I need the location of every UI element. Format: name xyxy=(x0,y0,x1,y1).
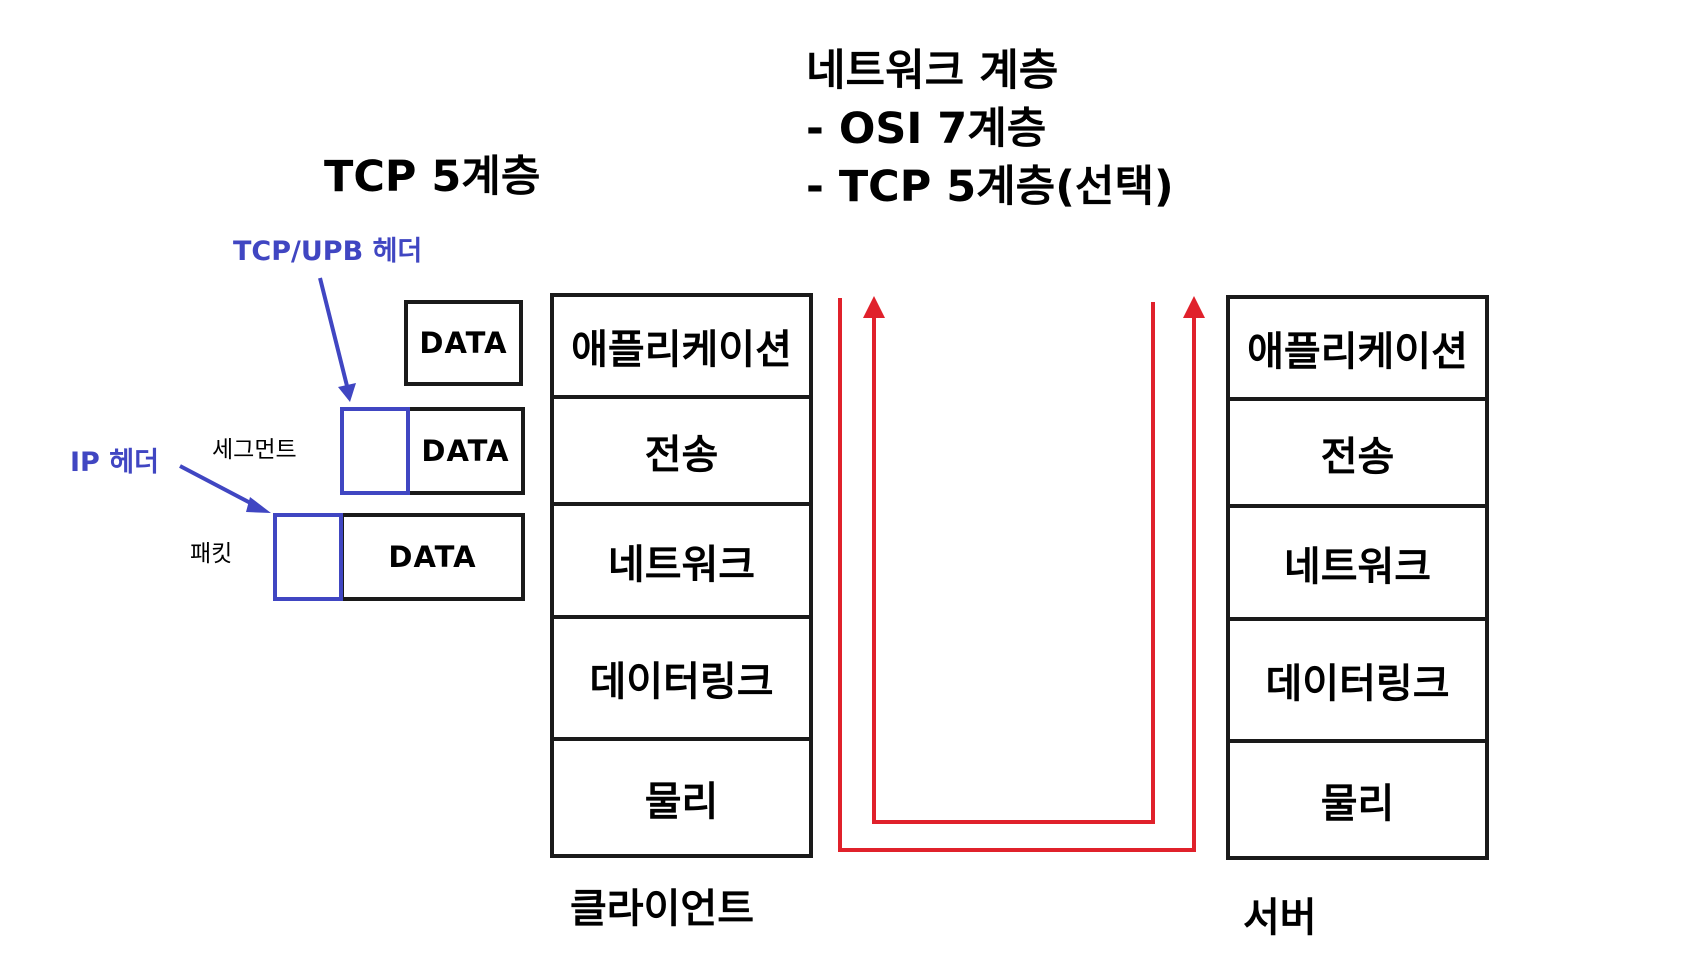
application-data-box: DATA xyxy=(404,300,523,386)
server-layer-stack: 애플리케이션 전송 네트워크 데이터링크 물리 xyxy=(1226,295,1489,860)
title-line-tcp: - TCP 5계층(선택) xyxy=(806,162,1174,212)
client-layer-application: 애플리케이션 xyxy=(571,327,792,373)
ip-header-pointer xyxy=(179,464,259,509)
tcp-header-label: TCP/UPB 헤더 xyxy=(233,236,423,267)
tcp-header-pointer xyxy=(318,277,350,391)
segment-data-box: DATA xyxy=(406,407,525,495)
ip-header-pointer-head xyxy=(246,497,271,513)
server-layer-network: 네트워크 xyxy=(1230,504,1485,617)
outer-flow-line xyxy=(838,298,1196,852)
data-text: DATA xyxy=(421,434,510,468)
server-layer-datalink: 데이터링크 xyxy=(1230,617,1485,739)
client-layer-stack: 애플리케이션 전송 네트워크 데이터링크 물리 xyxy=(550,293,813,858)
tcp-model-title: TCP 5계층 xyxy=(324,152,541,202)
server-layer-application: 애플리케이션 xyxy=(1247,329,1468,375)
client-layer-network: 네트워크 xyxy=(554,502,809,615)
server-up-arrow-head xyxy=(1183,296,1205,318)
client-layer-physical: 물리 xyxy=(554,737,809,854)
server-layer-physical: 물리 xyxy=(1230,739,1485,856)
title-line-network-layer: 네트워크 계층 xyxy=(806,46,1059,96)
tcp-header-pointer-head xyxy=(338,383,356,402)
network-layer-title: 네트워크 계층 - OSI 7계층 - TCP 5계층(선택) xyxy=(806,42,1174,216)
packet-label: 패킷 xyxy=(190,541,233,567)
server-caption: 서버 xyxy=(1243,895,1317,941)
ip-header-box xyxy=(273,513,343,601)
client-layer-transport: 전송 xyxy=(554,395,809,502)
inner-flow-line xyxy=(872,302,1155,824)
server-layer-transport: 전송 xyxy=(1230,397,1485,504)
data-text: DATA xyxy=(419,326,508,360)
client-layer-datalink: 데이터링크 xyxy=(554,615,809,737)
client-up-arrow-head xyxy=(863,296,885,318)
data-text: DATA xyxy=(388,540,477,574)
packet-data-box: DATA xyxy=(340,513,525,601)
client-caption: 클라이언트 xyxy=(570,886,754,932)
tcp-header-box xyxy=(340,407,410,495)
segment-label: 세그먼트 xyxy=(212,437,297,463)
ip-header-label: IP 헤더 xyxy=(70,447,159,478)
title-line-osi: - OSI 7계층 xyxy=(806,104,1047,154)
